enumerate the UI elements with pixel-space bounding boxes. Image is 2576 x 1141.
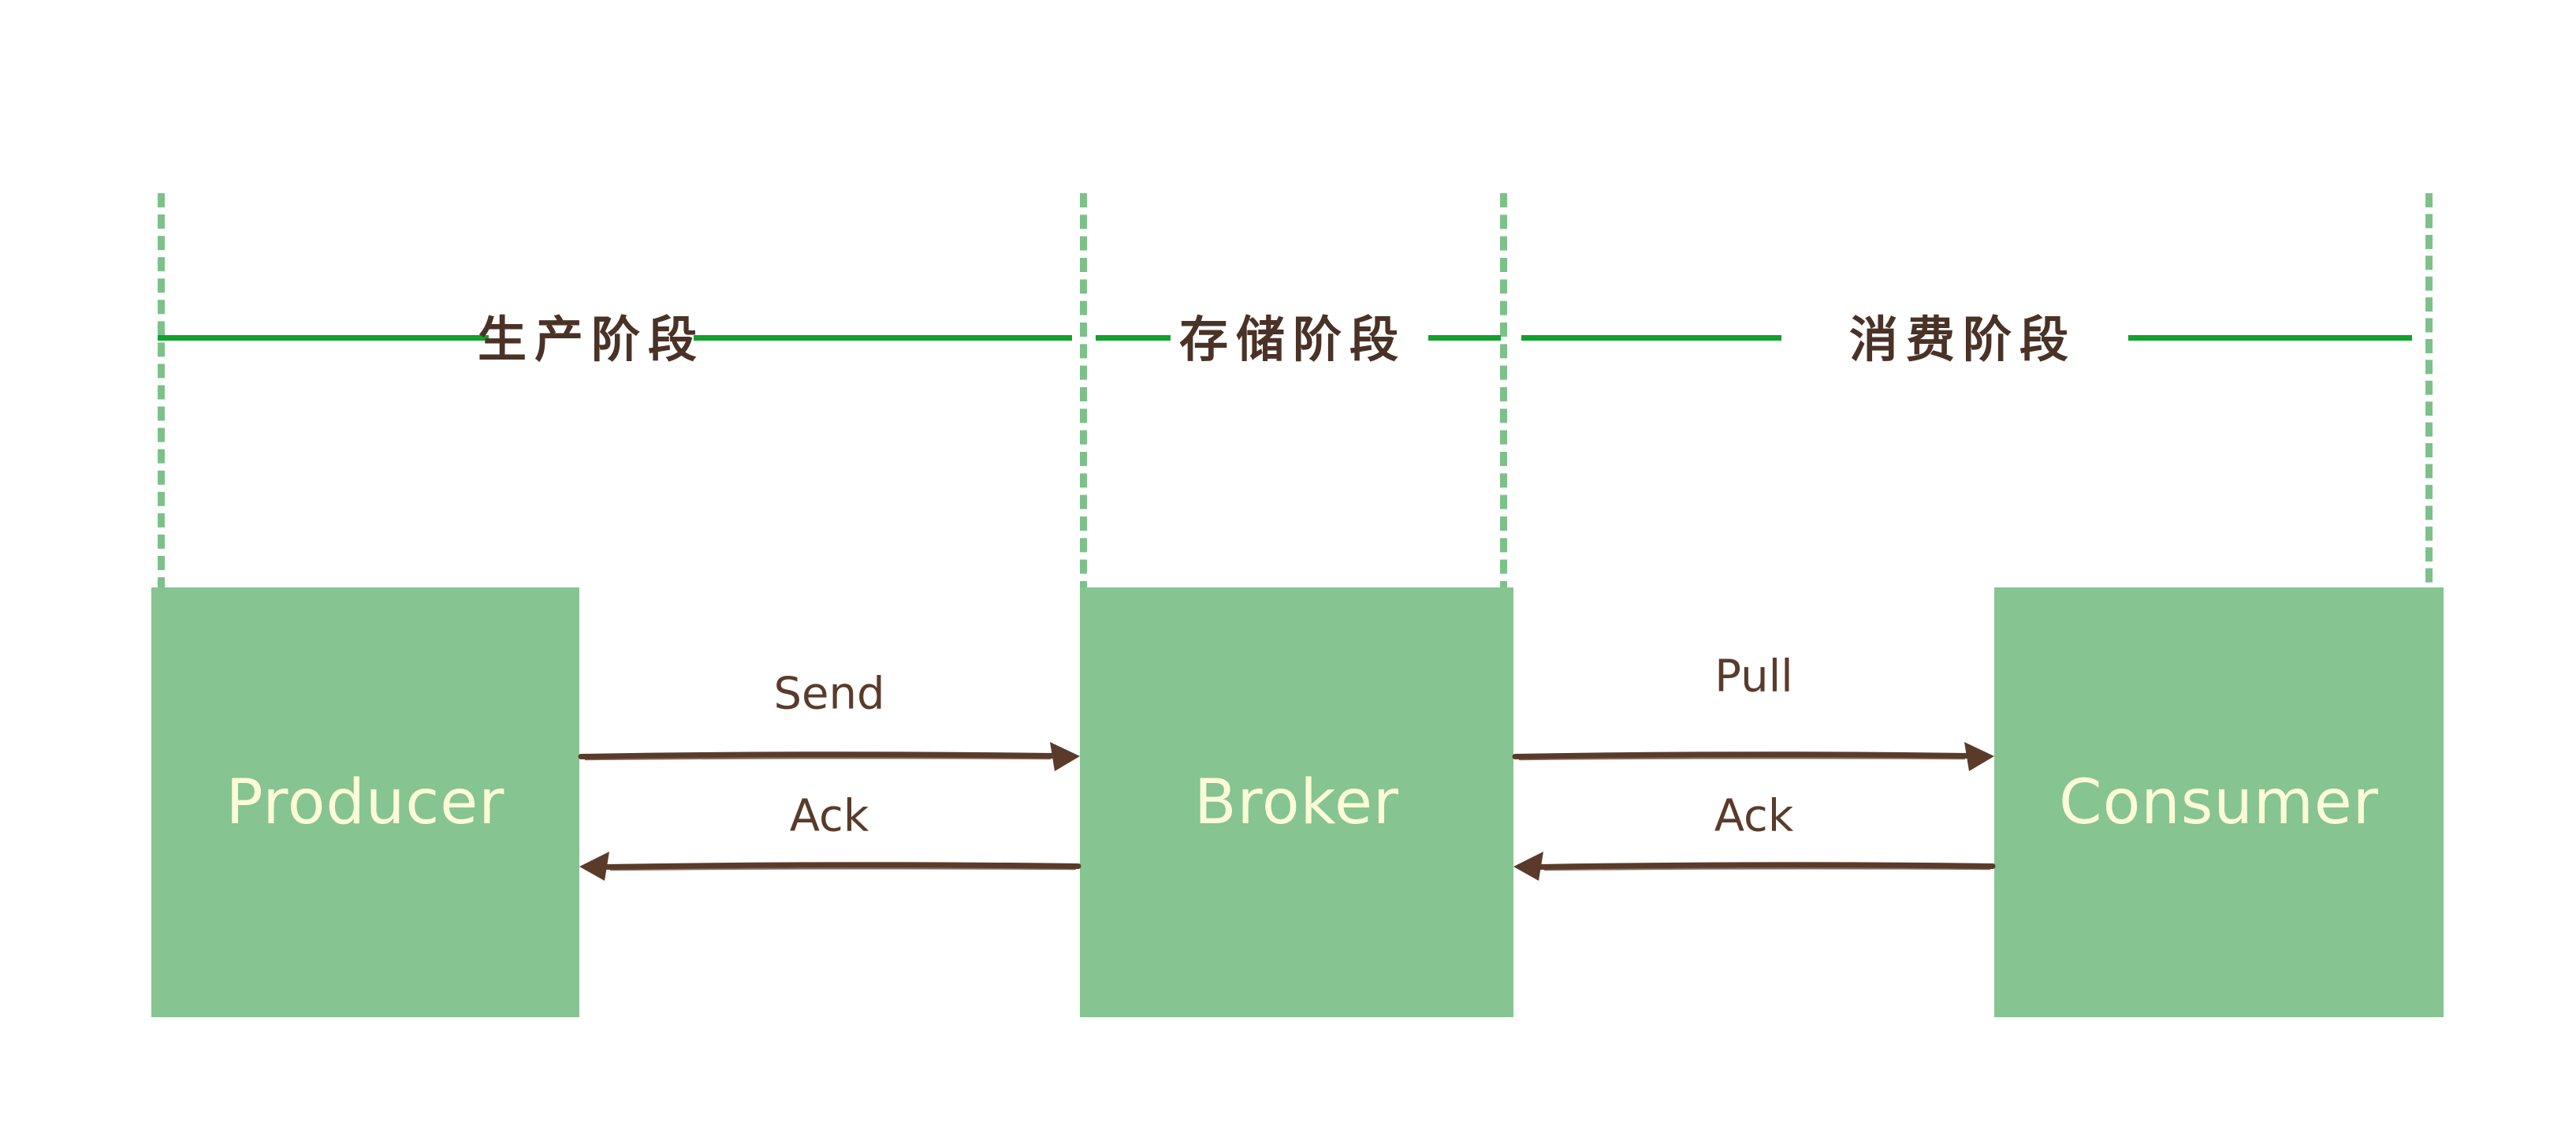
node-box-producer[interactable]: Producer bbox=[151, 587, 579, 1017]
message-label-send: Send bbox=[773, 668, 885, 720]
node-box-broker[interactable]: Broker bbox=[1080, 587, 1513, 1017]
stage-rule-segment-2 bbox=[1096, 335, 1171, 341]
stage-rule-segment-5 bbox=[2128, 335, 2412, 341]
message-arrow-ack-consumer-broker[interactable] bbox=[1513, 850, 1996, 882]
node-box-consumer[interactable]: Consumer bbox=[1994, 587, 2444, 1017]
stage-label-2: 消费阶段 bbox=[1848, 311, 2076, 368]
stage-label-0: 生产阶段 bbox=[477, 311, 705, 368]
stage-rule-segment-0 bbox=[158, 335, 489, 341]
message-label-ack-consumer-broker: Ack bbox=[1714, 790, 1794, 842]
node-label-broker: Broker bbox=[1193, 766, 1400, 838]
stage-rule-segment-3 bbox=[1428, 335, 1501, 341]
message-arrow-ack-broker-producer[interactable] bbox=[579, 850, 1081, 882]
message-arrow-send[interactable] bbox=[578, 740, 1080, 771]
message-label-ack-broker-producer: Ack bbox=[789, 790, 869, 842]
stage-rule-segment-4 bbox=[1521, 335, 1781, 341]
stage-label-1: 存储阶段 bbox=[1178, 311, 1406, 368]
node-label-consumer: Consumer bbox=[2059, 766, 2379, 838]
broker-right-lifeline bbox=[1500, 193, 1507, 595]
node-label-producer: Producer bbox=[225, 766, 505, 838]
message-arrow-pull[interactable] bbox=[1512, 740, 1994, 771]
consumer-lifeline bbox=[2425, 193, 2433, 603]
message-label-pull: Pull bbox=[1714, 651, 1793, 703]
stage-rule-segment-1 bbox=[694, 335, 1072, 341]
broker-left-lifeline bbox=[1080, 193, 1087, 595]
producer-lifeline bbox=[158, 193, 165, 591]
